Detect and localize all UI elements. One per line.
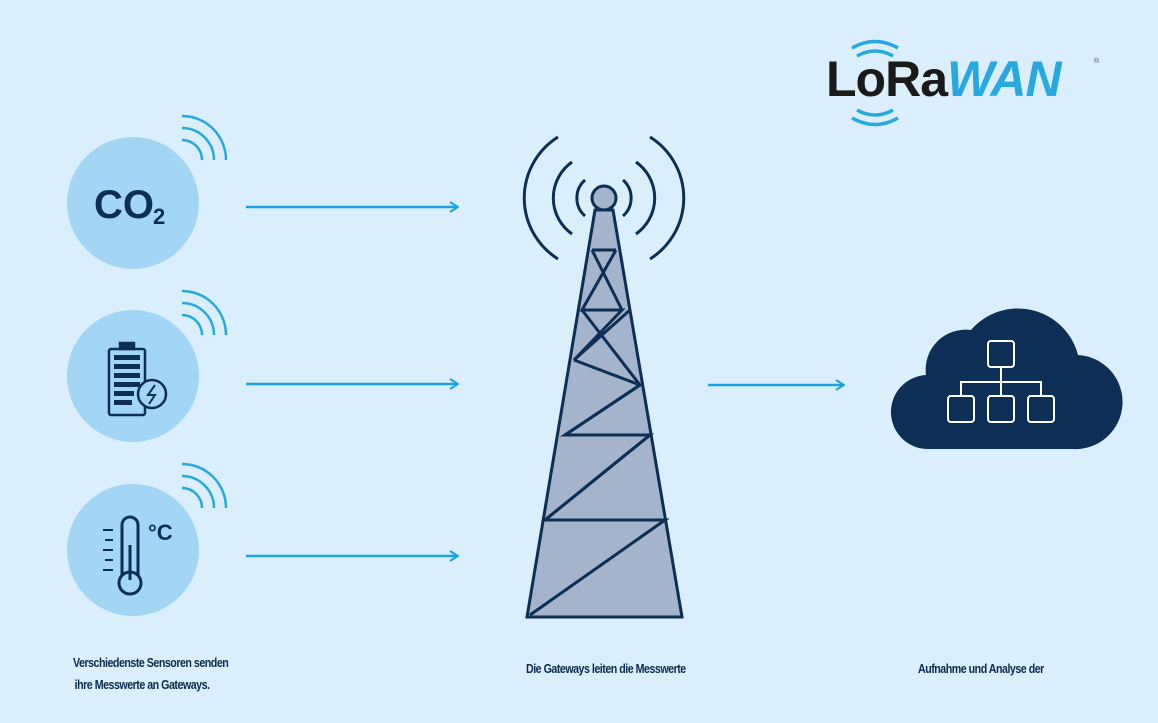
gateway-tower-icon [522,135,686,619]
wifi-signal-icon [181,114,228,161]
battery-sensor [67,289,228,442]
cloud-network-icon [890,308,1123,450]
temperature-sensor: °C [67,462,228,616]
logo-lora-text: LoRa [826,51,948,107]
co2-sensor: CO 2 [67,114,228,269]
battery-icon [107,341,168,417]
sensors-caption-line1: Verschiedenste Sensoren senden [73,655,229,670]
logo-wan-text: WAN [947,51,1062,107]
lorawan-logo: LoRaWAN [826,50,1062,108]
co2-label: CO [94,183,154,227]
gateway-caption: Die Gateways leiten die Messwerte [526,661,686,676]
co2-subscript: 2 [153,204,165,229]
sensors-caption-line2: ihre Messwerte an Gateways. [74,677,210,692]
cloud-caption: Aufnahme und Analyse der [918,661,1044,676]
registered-mark: ® [1094,58,1100,65]
celsius-unit: °C [148,520,173,545]
thermometer-icon [103,515,143,596]
lorawan-logo-waves [851,39,899,127]
sensors-caption: Verschiedenste Sensoren senden ihre Mess… [73,652,229,696]
